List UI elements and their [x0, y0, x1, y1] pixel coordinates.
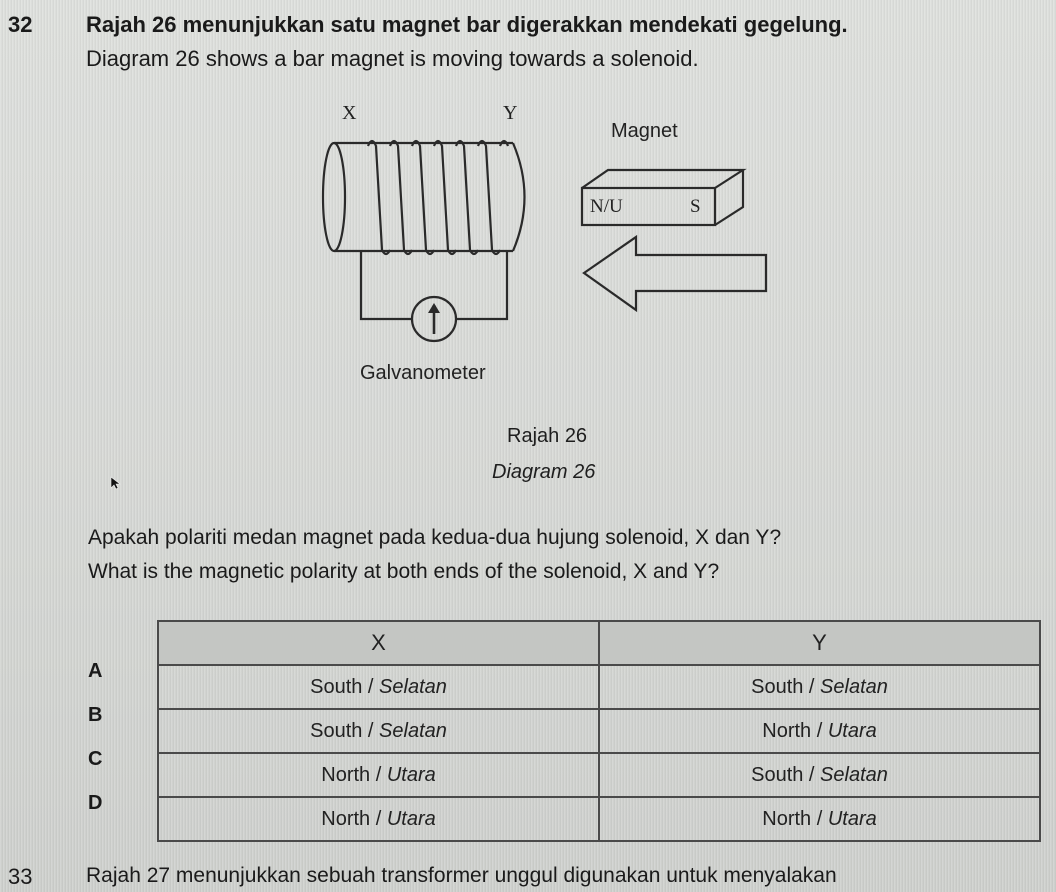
- magnet-label: Magnet: [611, 120, 678, 142]
- table-row-option-a[interactable]: South / Selatan South / Selatan: [157, 664, 1041, 710]
- table-header-row: X Y: [157, 620, 1041, 666]
- galvanometer-icon: [410, 295, 458, 343]
- answer-options-table: X Y South / Selatan South / Selatan Sout…: [157, 620, 1041, 842]
- prompt-text-ms: Apakah polariti medan magnet pada kedua-…: [88, 526, 782, 549]
- column-header-y: Y: [598, 620, 1041, 666]
- option-letter-a[interactable]: A: [88, 660, 103, 682]
- cell-x: North / Utara: [157, 796, 600, 842]
- question-32-text-ms: Rajah 26 menunjukkan satu magnet bar dig…: [86, 12, 848, 37]
- table-row-option-d[interactable]: North / Utara North / Utara: [157, 796, 1041, 842]
- diagram-caption-ms: Rajah 26: [507, 425, 588, 447]
- magnet-pole-south-label: S: [690, 196, 701, 217]
- circuit-wires: [359, 251, 509, 321]
- column-header-x: X: [157, 620, 600, 666]
- solenoid-cylinder: [321, 141, 526, 253]
- direction-arrow-left-icon: [582, 234, 768, 313]
- cell-y: South / Selatan: [598, 664, 1041, 710]
- cell-x: South / Selatan: [157, 664, 600, 710]
- cell-y: North / Utara: [598, 708, 1041, 754]
- bar-magnet-icon: [580, 168, 747, 227]
- solenoid-coils: [366, 139, 510, 256]
- cell-x: South / Selatan: [157, 708, 600, 754]
- cell-x: North / Utara: [157, 752, 600, 798]
- mouse-cursor-icon: [110, 476, 122, 495]
- option-letter-d[interactable]: D: [88, 792, 103, 814]
- prompt-text-en: What is the magnetic polarity at both en…: [88, 560, 720, 583]
- question-32-text-en: Diagram 26 shows a bar magnet is moving …: [86, 46, 699, 71]
- option-letter-c[interactable]: C: [88, 748, 103, 770]
- cell-y: South / Selatan: [598, 752, 1041, 798]
- diagram-caption-en: Diagram 26: [492, 461, 596, 483]
- table-row-option-b[interactable]: South / Selatan North / Utara: [157, 708, 1041, 754]
- galvanometer-label: Galvanometer: [360, 362, 486, 384]
- question-33-text-ms: Rajah 27 menunjukkan sebuah transformer …: [86, 864, 837, 887]
- magnet-pole-north-label: N/U: [590, 196, 623, 217]
- question-number-32: 32: [8, 12, 33, 37]
- cell-y: North / Utara: [598, 796, 1041, 842]
- table-row-option-c[interactable]: North / Utara South / Selatan: [157, 752, 1041, 798]
- solenoid-end-y-label: Y: [503, 102, 518, 124]
- question-number-33: 33: [8, 864, 33, 889]
- solenoid-end-x-label: X: [342, 102, 357, 124]
- option-letter-b[interactable]: B: [88, 704, 103, 726]
